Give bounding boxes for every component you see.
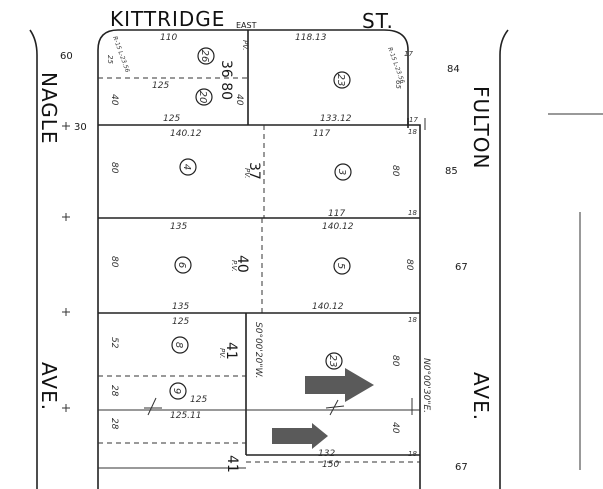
lot-marker: 23 (325, 352, 343, 370)
dimension: 117 (328, 209, 345, 219)
dimension: 150 (322, 460, 339, 470)
tick-marks (62, 122, 70, 412)
outside-number: 60 (60, 51, 73, 62)
dimension: 140.12 (322, 222, 354, 232)
dimension: 40 (234, 94, 244, 106)
dimension: 110 (160, 33, 177, 43)
outside-number: 30 (74, 122, 87, 133)
block-number: 40 (234, 255, 250, 273)
street-right-suffix: AVE. (469, 372, 493, 421)
dimension: 28 (109, 385, 119, 397)
block-sub: PV. (243, 168, 251, 178)
dimension: 118.13 (295, 33, 327, 43)
dimension: 117 (313, 129, 330, 139)
dimension: 40 (109, 94, 119, 106)
block-sub: PV. (218, 348, 226, 358)
dimension: 80 (390, 165, 400, 177)
dimension: 80 (109, 256, 119, 268)
outside-number: 67 (455, 262, 468, 273)
svg-text:3: 3 (336, 169, 347, 175)
dimension: 52 (109, 337, 119, 349)
lot-marker: 9 (169, 382, 187, 400)
arrow-small (272, 423, 328, 449)
block-number: 36 80 (218, 60, 234, 100)
dimension: 17 (404, 50, 413, 58)
outside-number: 67 (455, 462, 468, 473)
dimension: 125 (172, 317, 189, 327)
hand-mark (325, 399, 345, 416)
bearing: N0°00'30"E. (421, 358, 431, 413)
street-right-name: FULTON (469, 86, 493, 169)
dimension: 25 (106, 55, 114, 64)
dimension: 80 (109, 162, 119, 174)
dimension: 135 (172, 302, 189, 312)
svg-text:9: 9 (171, 388, 182, 394)
dimension: 17 (409, 116, 418, 124)
svg-text:23: 23 (335, 74, 346, 87)
block-sub: PV. (241, 40, 249, 50)
dimension: 28 (109, 418, 119, 430)
lot-marker: 8 (171, 336, 189, 354)
curve-label: R-15 L-23.56 (386, 46, 406, 84)
lot-marker: 23 (333, 71, 351, 89)
dimension: 135 (170, 222, 187, 232)
svg-text:6: 6 (176, 262, 187, 268)
dimension: 125 (163, 114, 180, 124)
dimension: 125.11 (170, 411, 202, 421)
lot-marker: 26 (197, 47, 215, 65)
street-top-name: KITTRIDGE (110, 7, 225, 31)
svg-text:4: 4 (181, 164, 192, 170)
bearing: S0°00'20"W. (253, 322, 263, 378)
dimension: 18 (408, 450, 417, 458)
left-street-edge (29, 29, 38, 489)
svg-text:23: 23 (327, 355, 338, 368)
dimension: 80 (390, 355, 400, 367)
svg-text:8: 8 (173, 342, 184, 348)
dimension: 140.12 (170, 129, 202, 139)
block-number: 41 (224, 455, 240, 473)
dimension: 125 (152, 81, 169, 91)
svg-text:26: 26 (199, 50, 210, 63)
lot-marker: 4 (179, 158, 197, 176)
lot-marker: 20 (195, 88, 213, 106)
dimension: 133.12 (320, 114, 352, 124)
dimension: 80 (404, 259, 414, 271)
lot-marker: 6 (174, 256, 192, 274)
lot-marker: 3 (334, 163, 352, 181)
dimension: 65 (394, 80, 402, 89)
lot-marker: 5 (333, 257, 351, 275)
street-left-name: NAGLE (37, 72, 61, 145)
right-street-edge (499, 29, 509, 489)
block-number: 41 (223, 342, 239, 360)
hand-mark (144, 397, 162, 416)
dimension: 140.12 (312, 302, 344, 312)
outside-number: 85 (445, 166, 458, 177)
outside-number: 84 (447, 64, 460, 75)
street-top-dir: EAST (236, 21, 257, 30)
block-sub: P.V. (230, 260, 238, 272)
dimension: 18 (408, 209, 417, 217)
dimension: 18 (408, 316, 417, 324)
block-outline (97, 29, 421, 489)
block-number: 37 (246, 162, 262, 180)
street-left-suffix: AVE. (37, 362, 61, 411)
svg-text:5: 5 (335, 263, 346, 269)
svg-text:20: 20 (197, 91, 208, 104)
dimension: 132 (318, 449, 335, 459)
arrow-large (305, 368, 374, 402)
street-top-suffix: ST. (362, 9, 394, 33)
dimension: 40 (390, 422, 400, 434)
dimension: 125 (190, 395, 207, 405)
dimension: 18 (408, 128, 417, 136)
